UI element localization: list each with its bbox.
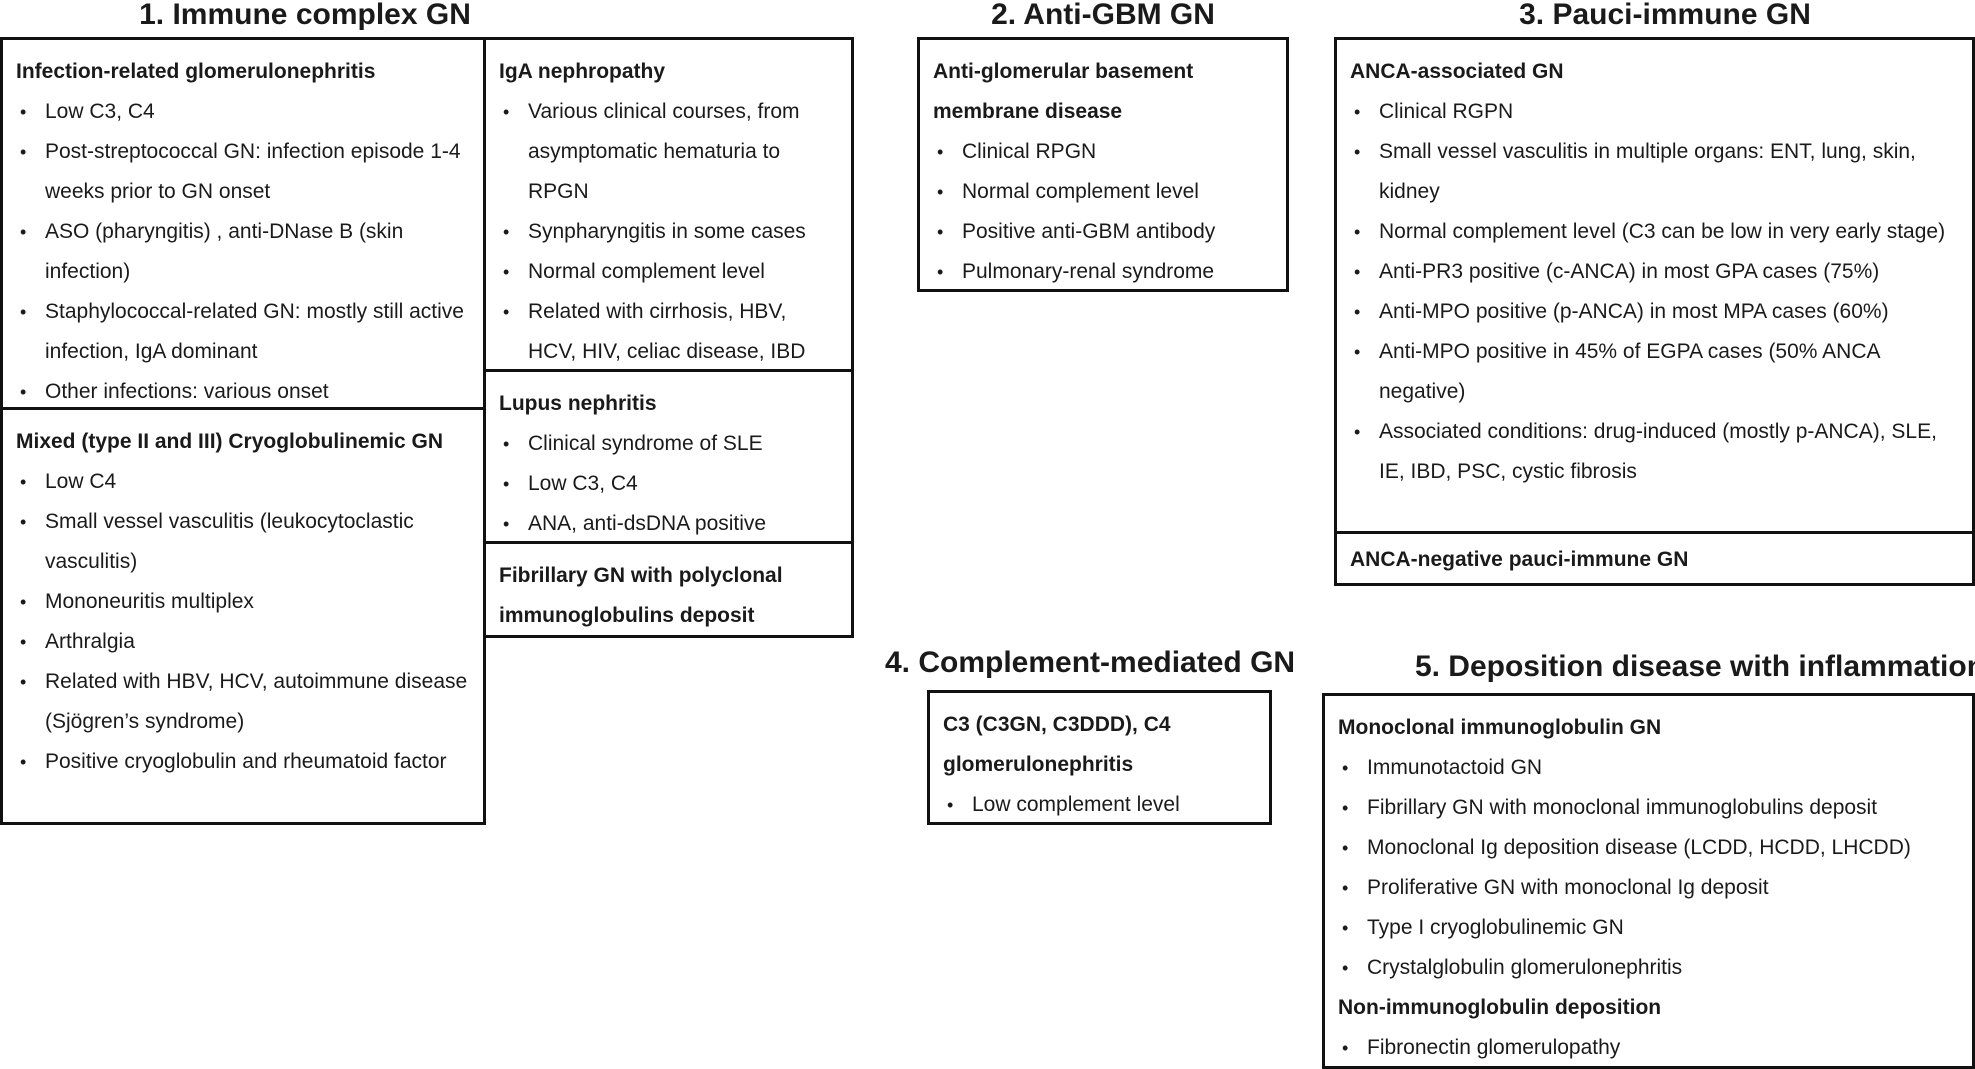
list-item: Normal complement level (C3 can be low i… (1350, 212, 1959, 252)
item-list: Low C3, C4 Post-streptococcal GN: infect… (16, 92, 470, 412)
anca-associated-gn-box: ANCA-associated GN Clinical RGPN Small v… (1334, 37, 1975, 534)
item-list: Low complement level (943, 785, 1256, 825)
list-item: Low C4 (16, 462, 470, 502)
lupus-nephritis-box: Lupus nephritis Clinical syndrome of SLE… (483, 369, 854, 544)
complement-mediated-gn-box: C3 (C3GN, C3DDD), C4 glomerulonephritis … (927, 690, 1272, 825)
list-item: Other infections: various onset (16, 372, 470, 412)
list-item: Fibrillary GN with monoclonal immunoglob… (1338, 788, 1959, 828)
heading-pauci-immune: 3. Pauci-immune GN (1519, 0, 1811, 31)
item-list: Low C4 Small vessel vasculitis (leukocyt… (16, 462, 470, 782)
item-list: Various clinical courses, from asymptoma… (499, 92, 838, 372)
heading-complement-mediated: 4. Complement-mediated GN (885, 646, 1296, 679)
heading-immune-complex: 1. Immune complex GN (139, 0, 471, 31)
list-item: Clinical RGPN (1350, 92, 1959, 132)
box-title: ANCA-associated GN (1350, 60, 1564, 83)
list-item: Low C3, C4 (499, 464, 838, 504)
list-item: ANA, anti-dsDNA positive (499, 504, 838, 544)
infection-related-gn-box: Infection-related glomerulonephritis Low… (0, 37, 486, 412)
heading-deposition-disease: 5. Deposition disease with inflammation (1414, 650, 1975, 683)
list-item: Anti-PR3 positive (c-ANCA) in most GPA c… (1350, 252, 1959, 292)
box-title: Anti-glomerular basement membrane diseas… (933, 60, 1194, 123)
list-item: Small vessel vasculitis in multiple orga… (1350, 132, 1959, 212)
list-item: ASO (pharyngitis) , anti-DNase B (skin i… (16, 212, 470, 292)
list-item: Anti-MPO positive in 45% of EGPA cases (… (1350, 332, 1959, 412)
box-title: IgA nephropathy (499, 60, 666, 83)
fibrillary-gn-box: Fibrillary GN with polyclonal immunoglob… (483, 541, 854, 638)
list-item: Fibronectin glomerulopathy (1338, 1028, 1959, 1068)
list-item: Low C3, C4 (16, 92, 470, 132)
deposition-disease-box: Monoclonal immunoglobulin GN Immunotacto… (1322, 693, 1975, 1069)
list-item: Proliferative GN with monoclonal Ig depo… (1338, 868, 1959, 908)
list-item: Immunotactoid GN (1338, 748, 1959, 788)
heading-anti-gbm: 2. Anti-GBM GN (991, 0, 1215, 31)
list-item: Anti-MPO positive (p-ANCA) in most MPA c… (1350, 292, 1959, 332)
box-title: Lupus nephritis (499, 392, 657, 415)
iga-nephropathy-box: IgA nephropathy Various clinical courses… (483, 37, 854, 372)
item-list: Clinical RPGN Normal complement level Po… (933, 132, 1273, 292)
item-list: Clinical syndrome of SLE Low C3, C4 ANA,… (499, 424, 838, 544)
list-item: Post-streptococcal GN: infection episode… (16, 132, 470, 212)
item-list: Fibronectin glomerulopathy (1338, 1028, 1959, 1068)
list-item: Clinical RPGN (933, 132, 1273, 172)
box-title: Mixed (type II and III) Cryoglobulinemic… (16, 430, 444, 453)
list-item: Associated conditions: drug-induced (mos… (1350, 412, 1959, 492)
list-item: Mononeuritis multiplex (16, 582, 470, 622)
list-item: Normal complement level (499, 252, 838, 292)
list-item: Monoclonal Ig deposition disease (LCDD, … (1338, 828, 1959, 868)
list-item: Pulmonary-renal syndrome (933, 252, 1273, 292)
list-item: Positive cryoglobulin and rheumatoid fac… (16, 742, 470, 782)
list-item: Type I cryoglobulinemic GN (1338, 908, 1959, 948)
list-item: Synpharyngitis in some cases (499, 212, 838, 252)
box-title: C3 (C3GN, C3DDD), C4 glomerulonephritis (943, 713, 1171, 776)
list-item: Low complement level (943, 785, 1256, 825)
list-item: Various clinical courses, from asymptoma… (499, 92, 838, 212)
box-title: Monoclonal immunoglobulin GN (1338, 716, 1662, 739)
list-item: Small vessel vasculitis (leukocytoclasti… (16, 502, 470, 582)
box-title: Fibrillary GN with polyclonal immunoglob… (499, 564, 783, 627)
list-item: Related with HBV, HCV, autoimmune diseas… (16, 662, 470, 742)
box-title: ANCA-negative pauci-immune GN (1350, 548, 1689, 571)
list-item: Related with cirrhosis, HBV, HCV, HIV, c… (499, 292, 838, 372)
box-title: Infection-related glomerulonephritis (16, 60, 376, 83)
list-item: Arthralgia (16, 622, 470, 662)
item-list: Clinical RGPN Small vessel vasculitis in… (1350, 92, 1959, 492)
list-item: Staphylococcal-related GN: mostly still … (16, 292, 470, 372)
cryoglobulinemic-gn-box: Mixed (type II and III) Cryoglobulinemic… (0, 407, 486, 825)
list-item: Normal complement level (933, 172, 1273, 212)
list-item: Positive anti-GBM antibody (933, 212, 1273, 252)
list-item: Clinical syndrome of SLE (499, 424, 838, 464)
anca-negative-gn-box: ANCA-negative pauci-immune GN (1334, 531, 1975, 586)
item-list: Immunotactoid GN Fibrillary GN with mono… (1338, 748, 1959, 988)
list-item: Crystalglobulin glomerulonephritis (1338, 948, 1959, 988)
box-subtitle: Non-immunoglobulin deposition (1338, 996, 1662, 1019)
anti-gbm-box: Anti-glomerular basement membrane diseas… (917, 37, 1289, 292)
